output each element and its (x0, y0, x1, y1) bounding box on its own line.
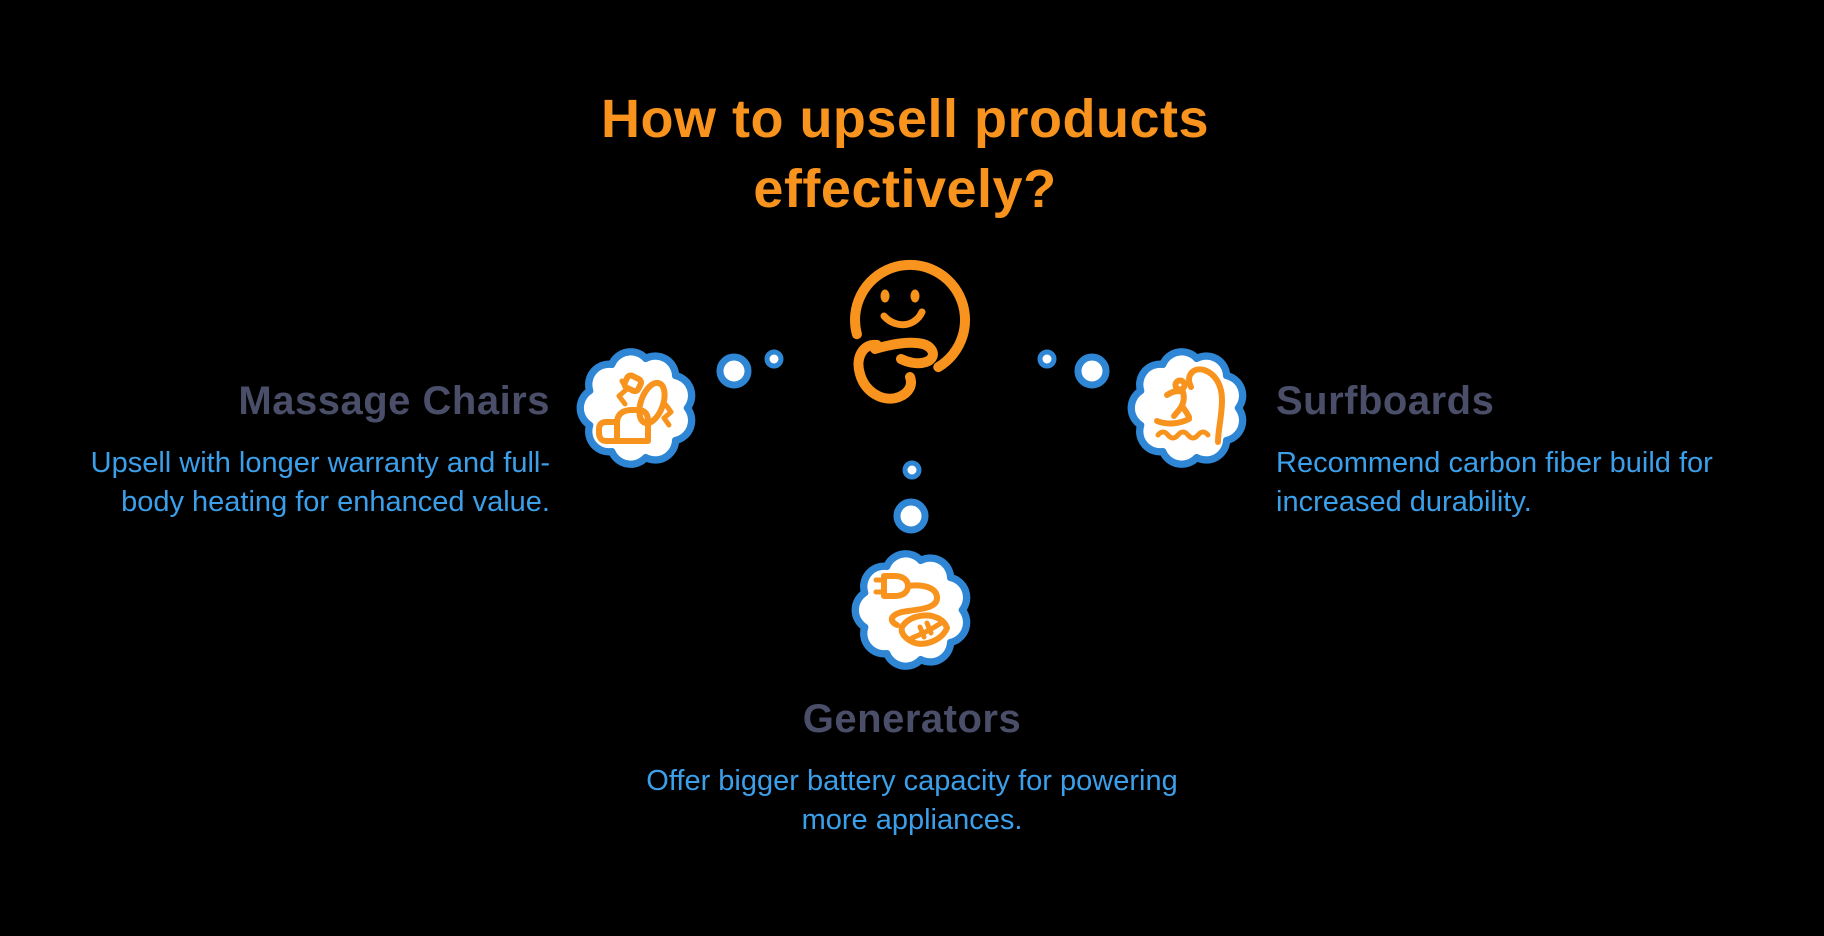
thought-dot-small-bottom (902, 460, 922, 480)
item-description-massage-chairs: Upsell with longer warranty and full-bod… (90, 447, 550, 518)
thought-dot-small-right (1037, 349, 1057, 369)
item-heading-generators: Generators (802, 697, 1022, 741)
massage-chair-icon (596, 372, 674, 444)
thought-dot-medium-left (716, 353, 752, 389)
item-generators: Generators Offer bigger battery capacity… (612, 696, 1212, 840)
item-heading-surfboards: Surfboards (1276, 379, 1495, 423)
item-surfboards: Surfboards Recommend carbon fiber build … (1276, 378, 1736, 522)
thinking-face-icon (850, 260, 970, 404)
page-title-line-1: How to upsell products (600, 89, 1209, 149)
thought-bubble-surfboards (1131, 352, 1242, 464)
thought-dot-small-left (764, 349, 784, 369)
item-description-surfboards: Recommend carbon fiber build for increas… (1276, 447, 1713, 518)
eco-plug-leaf-icon (873, 573, 950, 647)
item-description-generators: Offer bigger battery capacity for poweri… (646, 765, 1178, 836)
surfer-wave-icon (1154, 366, 1225, 445)
item-massage-chairs: Massage Chairs Upsell with longer warran… (40, 378, 550, 522)
item-heading-massage-chairs: Massage Chairs (238, 379, 550, 423)
thought-dot-medium-right (1074, 353, 1110, 389)
page-title: How to upsell products effectively? (515, 84, 1295, 224)
page-title-line-2: effectively? (753, 159, 1057, 219)
thought-bubble-generators (855, 554, 966, 666)
thought-dot-medium-bottom (893, 498, 929, 534)
thought-bubble-massage-chairs (580, 352, 691, 464)
